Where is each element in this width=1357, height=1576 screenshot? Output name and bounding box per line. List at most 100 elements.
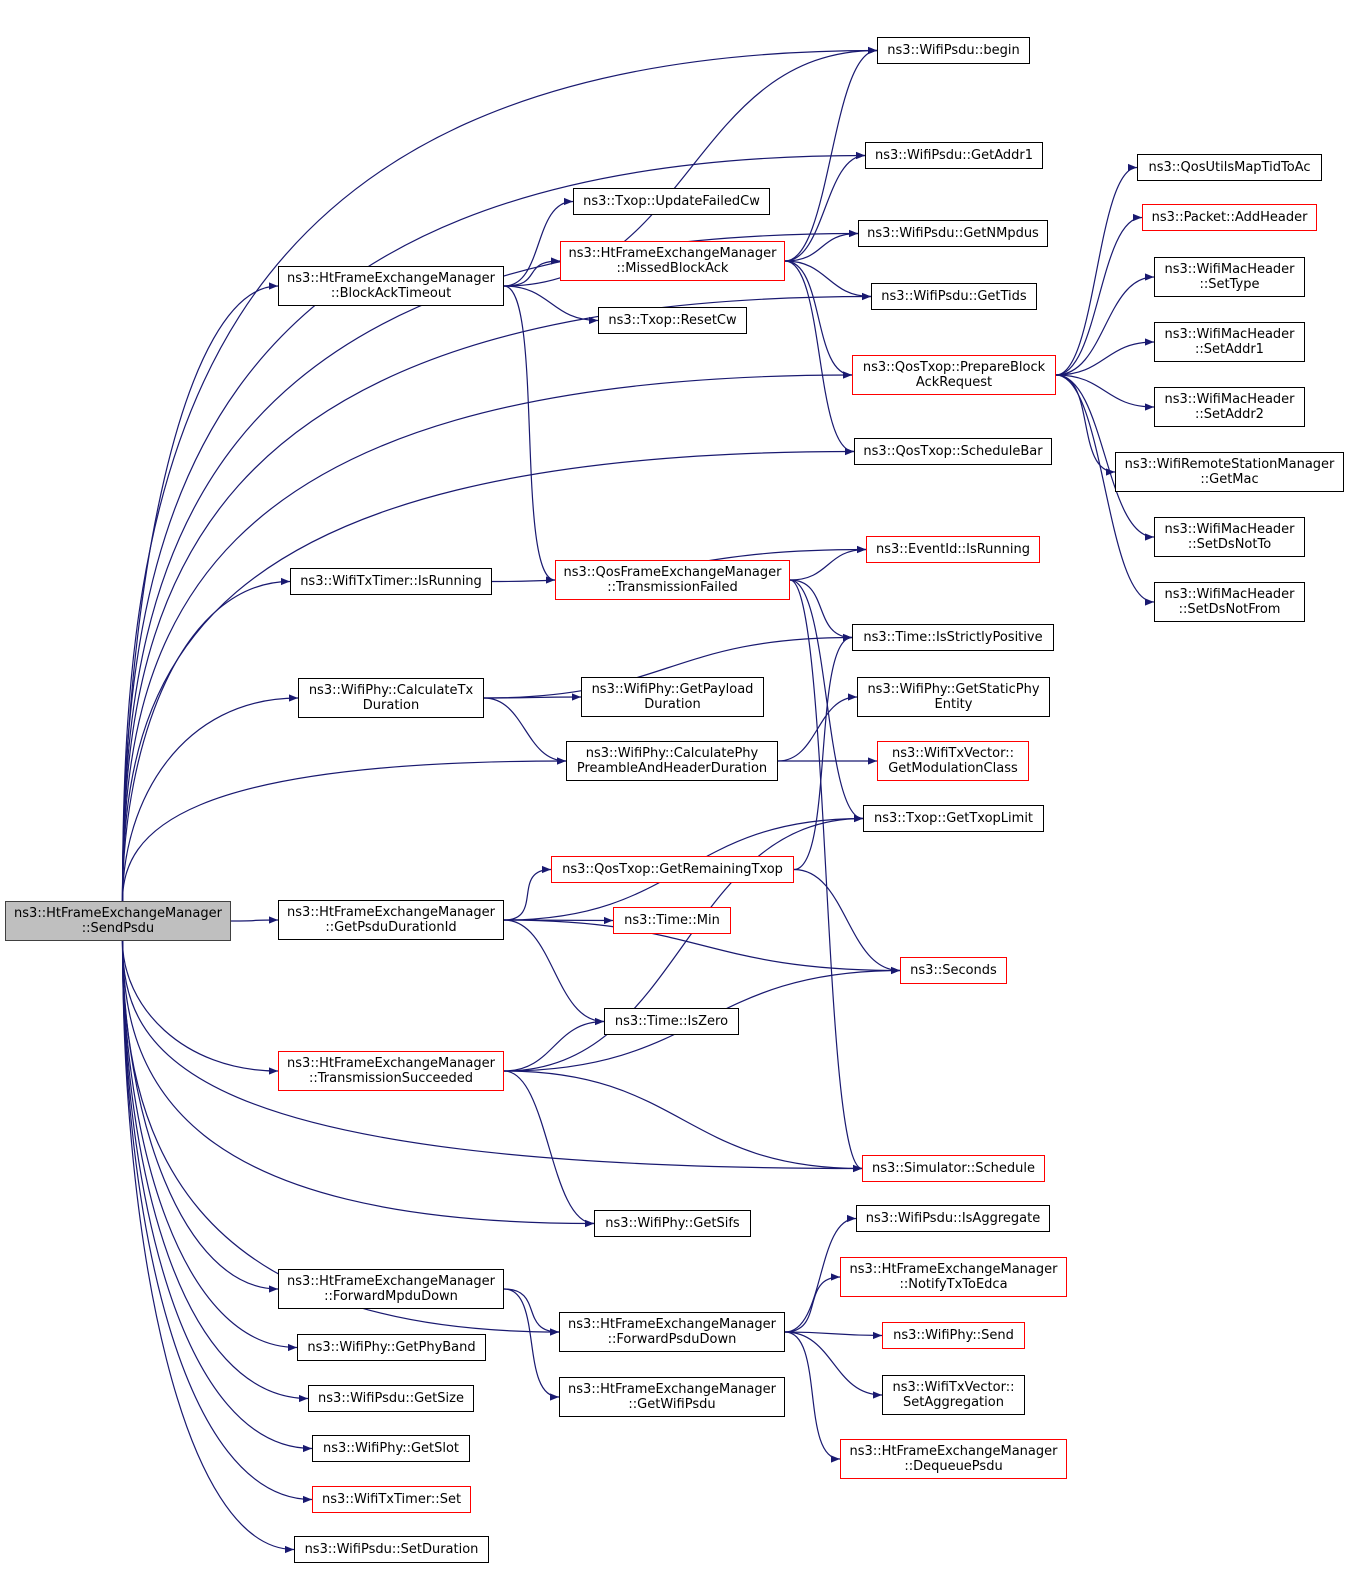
node-eventid-isrunning[interactable]: ns3::EventId::IsRunning — [866, 536, 1040, 563]
edge-ht-missedblockack-to-psdu-gettids — [784, 260, 872, 301]
node-ht-missedblockack[interactable]: ns3::HtFrameExchangeManager::MissedBlock… — [560, 241, 785, 281]
edge-ht-txsucceeded-to-txop-gettxoplimit — [503, 814, 864, 1072]
node-qosfem-txfailed[interactable]: ns3::QosFrameExchangeManager::Transmissi… — [555, 560, 790, 600]
node-psdu-gettids[interactable]: ns3::WifiPsdu::GetTids — [871, 283, 1037, 310]
node-label-line: ::TransmissionFailed — [607, 580, 738, 595]
node-label-line: ns3::WifiTxTimer::Set — [321, 1492, 462, 1507]
edge-ht-missedblockack-to-psdu-begin — [784, 46, 878, 262]
edge-root-to-psdu-begin — [121, 46, 878, 902]
edge-qos-prepareblock-to-mac-setdsnotfrom — [1055, 374, 1155, 606]
node-qos-getremainingtxop[interactable]: ns3::QosTxop::GetRemainingTxop — [551, 856, 794, 883]
node-label-line: ns3::WifiPsdu::IsAggregate — [865, 1211, 1041, 1226]
node-rsm-getmac[interactable]: ns3::WifiRemoteStationManager::GetMac — [1115, 452, 1344, 492]
edge-ht-missedblockack-to-qos-prepareblock — [784, 260, 853, 379]
node-psdu-begin[interactable]: ns3::WifiPsdu::begin — [877, 37, 1030, 64]
node-seconds[interactable]: ns3::Seconds — [900, 957, 1007, 984]
edge-qosfem-txfailed-to-time-isstrictlypositive — [789, 579, 853, 642]
edge-ht-forwardpsdudown-to-ht-notifytxtoedca — [784, 1273, 841, 1333]
node-label-line: ns3::WifiPhy::GetPhyBand — [307, 1340, 476, 1355]
node-psdu-getaddr1[interactable]: ns3::WifiPsdu::GetAddr1 — [865, 142, 1043, 169]
node-packet-addheader[interactable]: ns3::Packet::AddHeader — [1142, 204, 1317, 231]
edge-root-to-phy-getslot — [121, 940, 313, 1453]
node-ht-forwardpsdudown[interactable]: ns3::HtFrameExchangeManager::ForwardPsdu… — [559, 1312, 785, 1352]
node-ht-notifytxtoedca[interactable]: ns3::HtFrameExchangeManager::NotifyTxToE… — [840, 1257, 1067, 1297]
node-ht-forwardmpdudown[interactable]: ns3::HtFrameExchangeManager::ForwardMpdu… — [278, 1269, 504, 1309]
node-label-line: ns3::WifiMacHeader — [1164, 587, 1295, 602]
node-psdu-getsize[interactable]: ns3::WifiPsdu::GetSize — [308, 1385, 474, 1412]
node-psdu-getnmpdus[interactable]: ns3::WifiPsdu::GetNMpdus — [858, 220, 1048, 247]
edge-root-to-txtimer-isrunning — [121, 577, 291, 902]
node-label-line: ns3::QosUtilsMapTidToAc — [1148, 160, 1311, 175]
edge-ht-forwardmpdudown-to-ht-forwardpsdudown — [503, 1288, 560, 1336]
edge-ht-missedblockack-to-psdu-getnmpdus — [784, 229, 859, 262]
node-txtimer-isrunning[interactable]: ns3::WifiTxTimer::IsRunning — [290, 568, 492, 595]
node-txvector-setaggregation[interactable]: ns3::WifiTxVector::SetAggregation — [882, 1375, 1025, 1415]
node-ht-blockacktimeout[interactable]: ns3::HtFrameExchangeManager::BlockAckTim… — [278, 266, 504, 306]
node-ht-getpsdudurationid[interactable]: ns3::HtFrameExchangeManager::GetPsduDura… — [278, 900, 504, 940]
node-label-line: ns3::Simulator::Schedule — [871, 1161, 1036, 1176]
node-phy-getslot[interactable]: ns3::WifiPhy::GetSlot — [312, 1435, 470, 1462]
edge-ht-getpsdudurationid-to-seconds — [503, 919, 901, 975]
node-time-isstrictlypositive[interactable]: ns3::Time::IsStrictlyPositive — [852, 624, 1054, 651]
node-mac-settype[interactable]: ns3::WifiMacHeader::SetType — [1154, 257, 1305, 297]
edge-root-to-psdu-setduration — [121, 940, 295, 1554]
edge-ht-missedblockack-to-qos-schedulebar — [784, 260, 855, 456]
node-root[interactable]: ns3::HtFrameExchangeManager::SendPsdu — [5, 901, 231, 941]
node-label-line: ::GetWifiPsdu — [628, 1397, 716, 1412]
node-psdu-isaggregate[interactable]: ns3::WifiPsdu::IsAggregate — [856, 1205, 1050, 1232]
node-label-line: ::SetType — [1199, 277, 1260, 292]
node-label-line: ns3::WifiPsdu::begin — [887, 43, 1020, 58]
edge-ht-forwardpsdudown-to-ht-dequeuepsdu — [784, 1331, 841, 1463]
node-simulator-schedule[interactable]: ns3::Simulator::Schedule — [862, 1155, 1045, 1182]
node-txvector-getmodclass[interactable]: ns3::WifiTxVector::GetModulationClass — [877, 741, 1029, 781]
node-mac-setaddr1[interactable]: ns3::WifiMacHeader::SetAddr1 — [1154, 322, 1305, 362]
node-phy-send[interactable]: ns3::WifiPhy::Send — [882, 1322, 1025, 1349]
node-mac-setdsnotfrom[interactable]: ns3::WifiMacHeader::SetDsNotFrom — [1154, 582, 1305, 622]
edge-ht-missedblockack-to-psdu-getaddr1 — [784, 151, 866, 262]
node-mac-setaddr2[interactable]: ns3::WifiMacHeader::SetAddr2 — [1154, 387, 1305, 427]
node-qosutils-maptid[interactable]: ns3::QosUtilsMapTidToAc — [1137, 154, 1322, 181]
node-label-line: Entity — [934, 697, 973, 712]
node-txop-updatefailedcw[interactable]: ns3::Txop::UpdateFailedCw — [573, 188, 770, 215]
node-txop-gettxoplimit[interactable]: ns3::Txop::GetTxopLimit — [863, 805, 1044, 832]
edge-ht-forwardpsdudown-to-psdu-isaggregate — [784, 1214, 857, 1333]
edge-root-to-phy-getphyband — [121, 940, 298, 1352]
node-time-min[interactable]: ns3::Time::Min — [613, 907, 731, 934]
node-ht-txsucceeded[interactable]: ns3::HtFrameExchangeManager::Transmissio… — [278, 1051, 504, 1091]
node-phy-getphyband[interactable]: ns3::WifiPhy::GetPhyBand — [297, 1334, 486, 1361]
node-txtimer-set[interactable]: ns3::WifiTxTimer::Set — [312, 1486, 471, 1513]
node-time-iszero[interactable]: ns3::Time::IsZero — [604, 1008, 739, 1035]
edge-ht-forwardpsdudown-to-phy-send — [784, 1331, 883, 1340]
edge-qosfem-txfailed-to-simulator-schedule — [789, 579, 863, 1172]
node-ht-dequeuepsdu[interactable]: ns3::HtFrameExchangeManager::DequeuePsdu — [840, 1439, 1067, 1479]
node-label-line: ::GetMac — [1200, 472, 1259, 487]
node-label-line: PreambleAndHeaderDuration — [576, 761, 768, 776]
node-label-line: ::SetAddr1 — [1195, 342, 1264, 357]
node-label-line: ns3::WifiMacHeader — [1164, 327, 1295, 342]
edge-phy-calcphypreamble-to-phy-getstaticphyentity — [777, 693, 858, 762]
node-psdu-setduration[interactable]: ns3::WifiPsdu::SetDuration — [294, 1536, 489, 1563]
node-ht-getwifipsdu[interactable]: ns3::HtFrameExchangeManager::GetWifiPsdu — [559, 1377, 785, 1417]
node-label-line: ns3::WifiPhy::GetSifs — [605, 1216, 740, 1231]
node-label-line: SetAggregation — [903, 1395, 1004, 1410]
node-label-line: ::ForwardPsduDown — [607, 1332, 737, 1347]
edge-qos-getremainingtxop-to-time-isstrictlypositive — [793, 633, 853, 871]
node-txop-resetcw[interactable]: ns3::Txop::ResetCw — [598, 307, 747, 334]
edge-ht-forwardpsdudown-to-txvector-setaggregation — [784, 1331, 883, 1399]
edge-root-to-ht-getpsdudurationid — [230, 916, 279, 924]
node-label-line: ns3::HtFrameExchangeManager — [568, 1382, 776, 1397]
edge-ht-blockacktimeout-to-ht-missedblockack — [503, 257, 561, 287]
node-label-line: ns3::Seconds — [910, 963, 997, 978]
node-label-line: ::NotifyTxToEdca — [899, 1277, 1008, 1292]
node-phy-getsifs[interactable]: ns3::WifiPhy::GetSifs — [594, 1210, 751, 1237]
edge-ht-getpsdudurationid-to-time-iszero — [503, 919, 605, 1026]
node-mac-setdsnotto[interactable]: ns3::WifiMacHeader::SetDsNotTo — [1154, 517, 1305, 557]
node-qos-schedulebar[interactable]: ns3::QosTxop::ScheduleBar — [854, 438, 1052, 465]
node-label-line: ::BlockAckTimeout — [330, 286, 452, 301]
